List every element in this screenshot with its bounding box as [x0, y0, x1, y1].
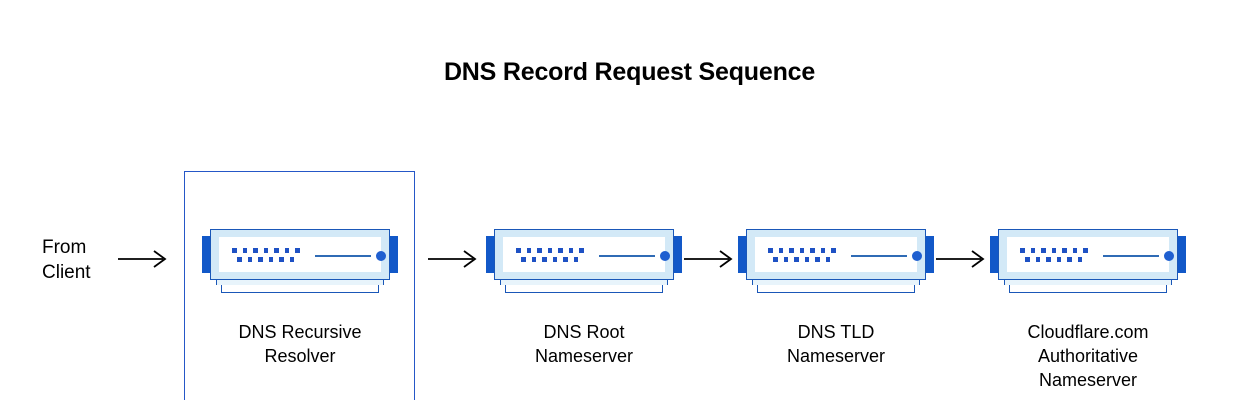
server-vent-dots-icon [516, 248, 588, 265]
server-vent-dots-icon [768, 248, 840, 265]
caption-line: Resolver [264, 346, 336, 366]
caption-line: DNS TLD [797, 322, 875, 342]
caption-line: Cloudflare.com [1027, 322, 1149, 342]
from-client-label: From Client [42, 235, 152, 285]
server-panel-line [851, 255, 907, 257]
arrow-root-to-tld-icon [684, 247, 736, 271]
server-chassis [746, 229, 926, 280]
node-caption-dns-root-nameserver: DNS Root Nameserver [470, 320, 698, 368]
server-panel [503, 237, 670, 272]
server-status-dot-icon [376, 251, 386, 261]
caption-line: Nameserver [1038, 370, 1138, 390]
server-shelf-bottom [505, 285, 663, 293]
server-chassis [494, 229, 674, 280]
server-panel-line [599, 255, 655, 257]
server-status-dot-icon [912, 251, 922, 261]
caption-line: Authoritative [1037, 346, 1139, 366]
node-dns-recursive-resolver[interactable]: DNS Recursive Resolver [200, 225, 400, 400]
arrow-resolver-to-root-icon [428, 247, 480, 271]
caption-line: DNS Recursive [238, 322, 362, 342]
server-shelf-bottom [221, 285, 379, 293]
server-icon [988, 225, 1188, 295]
server-shelf-top [216, 280, 384, 285]
server-shelf-top [1004, 280, 1172, 285]
server-status-dot-icon [1164, 251, 1174, 261]
server-icon [200, 225, 400, 295]
arrow-client-to-resolver-icon [118, 247, 170, 271]
resolver-highlight-box [184, 171, 415, 400]
server-icon [736, 225, 936, 295]
server-vent-dots-icon [1020, 248, 1092, 265]
server-shelf-top [752, 280, 920, 285]
from-client-label-line-1: From [42, 237, 87, 258]
node-dns-tld-nameserver[interactable]: DNS TLD Nameserver [736, 225, 936, 400]
server-panel [219, 237, 386, 272]
server-panel-line [1103, 255, 1159, 257]
arrow-tld-to-authoritative-icon [936, 247, 988, 271]
server-panel [755, 237, 922, 272]
from-client-label-line-2: Client [42, 262, 91, 283]
server-shelf-bottom [1009, 285, 1167, 293]
server-icon [484, 225, 684, 295]
server-vent-dots-icon [232, 248, 304, 265]
server-chassis [210, 229, 390, 280]
server-status-dot-icon [660, 251, 670, 261]
caption-line: Nameserver [786, 346, 886, 366]
server-panel [1007, 237, 1174, 272]
server-panel-line [315, 255, 371, 257]
caption-line: Nameserver [534, 346, 634, 366]
node-caption-cloudflare-authoritative-nameserver: Cloudflare.com Authoritative Nameserver [974, 320, 1202, 392]
server-shelf-top [500, 280, 668, 285]
node-cloudflare-authoritative-nameserver[interactable]: Cloudflare.com Authoritative Nameserver [988, 225, 1188, 400]
page-title: DNS Record Request Sequence [443, 58, 816, 86]
node-dns-root-nameserver[interactable]: DNS Root Nameserver [484, 225, 684, 400]
server-chassis [998, 229, 1178, 280]
node-caption-dns-recursive-resolver: DNS Recursive Resolver [186, 320, 414, 368]
caption-line: DNS Root [543, 322, 625, 342]
node-caption-dns-tld-nameserver: DNS TLD Nameserver [722, 320, 950, 368]
server-shelf-bottom [757, 285, 915, 293]
